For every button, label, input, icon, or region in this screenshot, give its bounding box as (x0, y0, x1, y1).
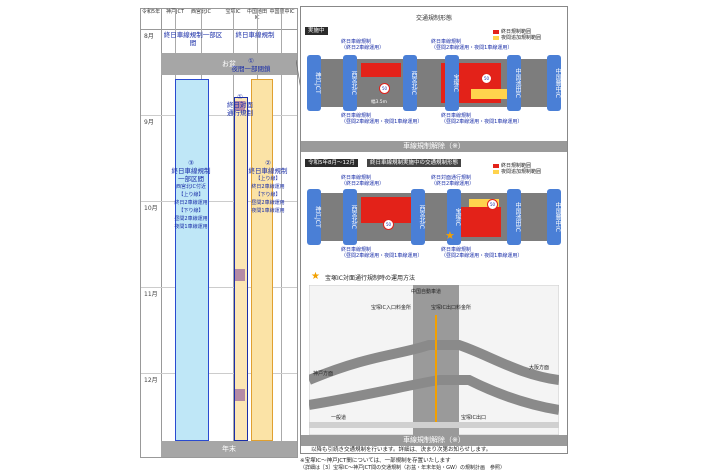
s2-red-1 (361, 197, 411, 223)
s1-ic-nishinomiya: 西宮北IC (343, 55, 357, 111)
panel-title: 交通規制形態 (415, 15, 452, 22)
s2-ic-takarazuka: 宝塚IC (447, 189, 461, 245)
month-aug: 8月 (144, 33, 154, 40)
s1-width: 幅3.5m (371, 100, 388, 105)
s2-label-bottom-right: 終日車線規制（昼間2車線運用・夜間1車線運用） (441, 247, 523, 259)
section2-heading: 終日車線規制実施中の交通規制形態 (367, 159, 462, 167)
s1-ic-kobe: 神戸JCT (307, 55, 321, 111)
s2-ic-kobe: 神戸JCT (307, 189, 321, 245)
s1-ic-ikeda: 中国池田IC (507, 55, 521, 111)
s2-ic-nishinomiya2: 西宮北IC (411, 189, 425, 245)
star-icon: ★ (445, 229, 455, 242)
bar-item2 (251, 79, 273, 441)
label-lane-restriction: 終日車線規制 (235, 31, 275, 39)
s3-label-kobe: 神戸方面 (313, 371, 334, 377)
s3-label-exit-toll: 宝塚IC出口料金所 (431, 305, 471, 311)
speed-sign-icon: 50 (379, 83, 390, 94)
section1-legend: 終日規制範囲 夜間追加規制範囲 (493, 29, 541, 41)
label-partial-section: 終日車線規制一部区間 (163, 31, 223, 47)
s3-label-entrance: 宝塚IC入口料金所 (371, 305, 411, 311)
bottom-note-2: （詳細は［3］宝塚IC～神戸JCT間の交通規制（お盆・年末年始・GW）の規制計画… (300, 465, 505, 471)
s1-label-bottom-right: 終日車線規制（昼間2車線運用・夜間1車線運用） (441, 113, 523, 125)
s2-ic-toyonaka: 中国豊中IC (547, 189, 561, 245)
header-toyonaka-ic: 中国豊中IC (269, 9, 295, 15)
s1-ic-nishinomiya2: 西宮北IC (403, 55, 417, 111)
s3-label-exit: 宝塚IC出口 (461, 415, 486, 421)
interchange-diagram (309, 285, 559, 435)
month-sep: 9月 (144, 119, 154, 126)
s1-yellow (471, 89, 507, 99)
obon-band: お盆 (161, 53, 297, 75)
s3-label-osaka: 大阪方面 (529, 365, 550, 371)
month-nov: 11月 (144, 291, 158, 298)
s1-label-bottom-left: 終日車線規制（昼間2車線運用・夜間1車線運用） (341, 113, 423, 125)
s3-release-bar: 車線規制解除（※） (301, 435, 567, 446)
s1-label-top-left: 終日車線規制（終日2車線運用） (341, 39, 385, 51)
section1-tag: 実施中 (305, 27, 328, 35)
month-dec: 12月 (144, 377, 158, 384)
s1-release-bar: 車線規制解除（※） (301, 141, 567, 152)
marker-2 (235, 389, 245, 401)
speed-sign-icon-2: 50 (481, 73, 492, 84)
bottom-note-1: ※宝塚IC～神戸JCT間については、一部規制を存置いたします (300, 458, 451, 464)
s2-ic-ikeda: 中国池田IC (507, 189, 521, 245)
s1-ic-toyonaka: 中国豊中IC (547, 55, 561, 111)
s3-label-ippando: 一般道 (331, 415, 347, 421)
s2-label-top-right: 終日対面通行規制（終日2車線運用） (431, 175, 475, 187)
year-end-band: 年末 (161, 441, 297, 457)
s1-ic-takarazuka: 宝塚IC (445, 55, 459, 111)
regulation-panel: 交通規制形態 実施中 終日規制範囲 夜間追加規制範囲 終日車線規制（終日2車線運… (300, 6, 568, 454)
s2-speed-sign-icon-2: 50 (487, 199, 498, 210)
marker-1 (235, 269, 245, 281)
s2-label-top-left: 終日車線規制（終日2車線運用） (341, 175, 385, 187)
item3-label: ③ 終日車線規制一部区間 西宮北IC付近 【上り線】 終日2車線運用 【下り線】… (171, 159, 211, 230)
year-header: 令和5年 (141, 9, 161, 15)
s1-red-1 (361, 63, 401, 77)
month-oct: 10月 (144, 205, 158, 212)
section2-legend: 終日規制範囲 夜間追加規制範囲 (493, 163, 541, 175)
s2-ic-nishinomiya: 西宮北IC (343, 189, 357, 245)
section2-tag: 令和5年8月～12月 (305, 159, 358, 167)
section3-title: 宝塚IC対面通行規制時の運用方法 (325, 275, 415, 282)
s3-label-chugoku: 中国自動車道 (411, 289, 442, 295)
bar-item3 (175, 79, 209, 441)
s2-label-bottom-left: 終日車線規制（昼間2車線運用・夜間1車線運用） (341, 247, 423, 259)
s1-label-top-right: 終日車線規制（昼間2車線運用・夜間1車線運用） (431, 39, 513, 51)
s2-speed-sign-icon: 50 (383, 219, 394, 230)
panel-footnote: 以降も引続き交通規制を行います。詳細は、決まり次第お知らせします。 (311, 447, 492, 453)
s2-red-2 (461, 207, 501, 237)
marker-0 (235, 101, 245, 111)
item2-label: ② 終日車線規制 【上り線】 終日2車線運用 【下り線】 昼間2車線運用 夜間1… (248, 159, 288, 214)
schedule-timeline: 令和5年 神戸JCT 西宮北IC 宝塚IC 中国池田IC 中国豊中IC 8月 9… (140, 8, 298, 458)
s2-yellow (469, 199, 499, 207)
star-icon-2: ★ (311, 271, 320, 282)
